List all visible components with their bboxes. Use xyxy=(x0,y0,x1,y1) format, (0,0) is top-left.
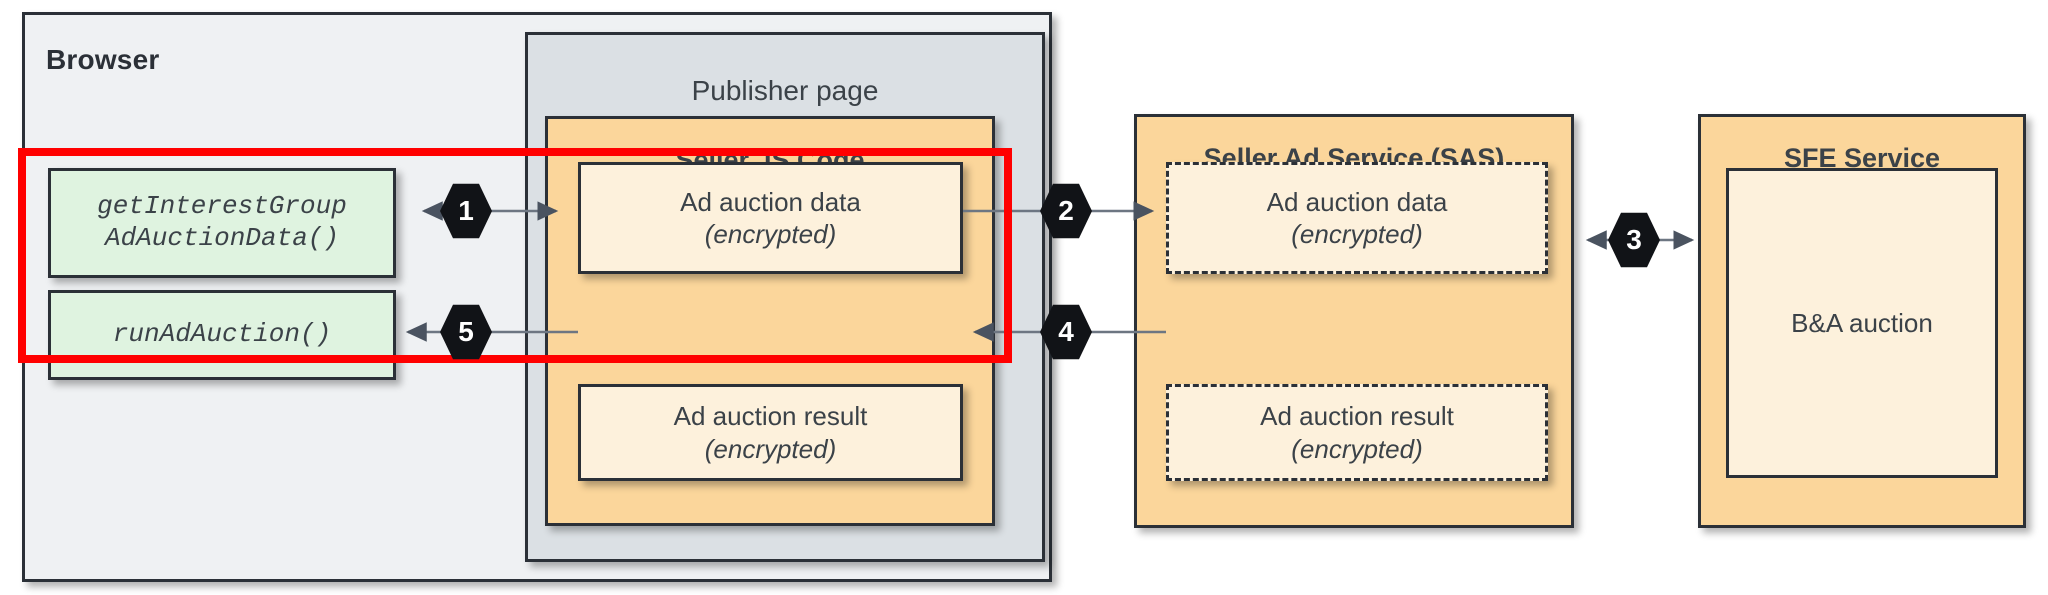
payload-line-1: Ad auction data xyxy=(1266,186,1448,217)
api-label: runAdAuction() xyxy=(112,319,332,350)
payload-line-2: (encrypted) xyxy=(704,219,837,249)
seller-js-ad-auction-data-box: Ad auction data (encrypted) xyxy=(578,162,963,274)
publisher-page-title: Publisher page xyxy=(691,75,879,106)
payload-line-2: (encrypted) xyxy=(1291,433,1423,464)
sas-ad-auction-result-box: Ad auction result (encrypted) xyxy=(1166,384,1548,481)
payload-line-1: Ad auction result xyxy=(673,401,868,431)
sas-ad-auction-data-box: Ad auction data (encrypted) xyxy=(1166,162,1548,274)
api-label: getInterestGroup AdAuctionData() xyxy=(97,191,347,253)
payload-line-2: (encrypted) xyxy=(704,433,837,464)
payload-line-1: Ad auction result xyxy=(1260,401,1454,431)
api-box-get-interest-group-ad-auction-data: getInterestGroup AdAuctionData() xyxy=(48,168,396,278)
seller-js-ad-auction-result-box: Ad auction result (encrypted) xyxy=(578,384,963,481)
bna-auction-label: B&A auction xyxy=(1791,307,1933,338)
api-box-run-ad-auction: runAdAuction() xyxy=(48,290,396,380)
step-badge-3: 3 xyxy=(1608,212,1660,268)
payload-line-1: Ad auction data xyxy=(680,186,861,217)
browser-label: Browser xyxy=(46,44,160,75)
bna-auction-box: B&A auction xyxy=(1726,168,1998,478)
payload-line-2: (encrypted) xyxy=(1291,219,1423,249)
